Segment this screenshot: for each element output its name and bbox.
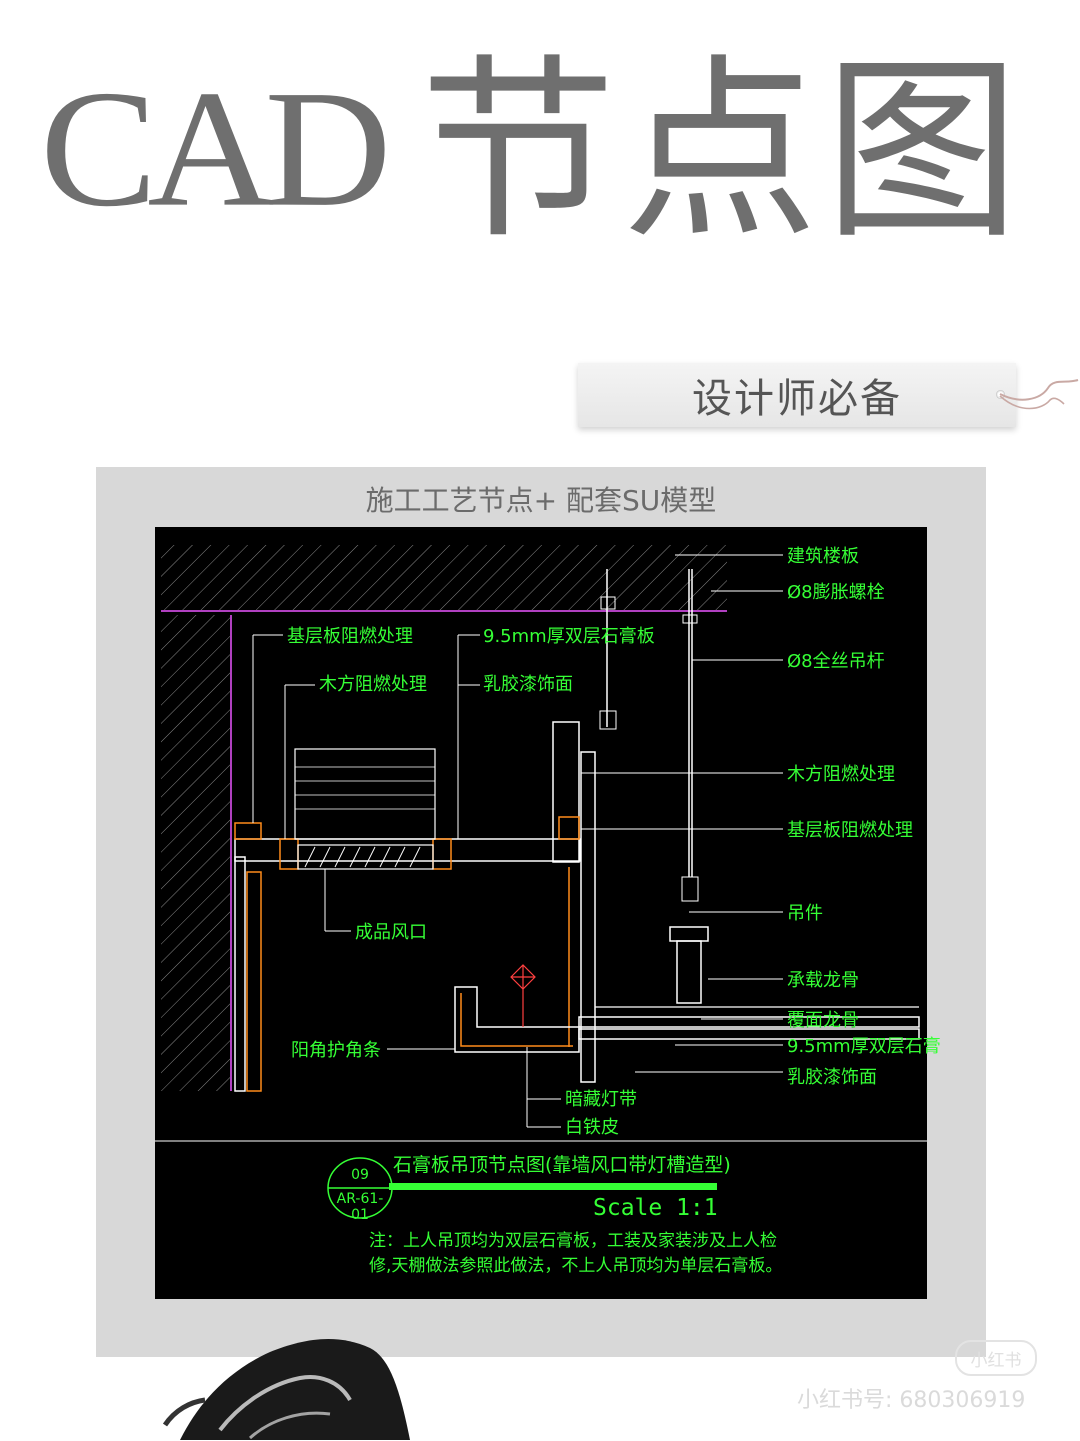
label-vent: 成品风口	[355, 922, 427, 943]
cad-linework	[155, 545, 927, 1219]
label-tin-sheet: 白铁皮	[565, 1117, 619, 1138]
detail-number: 09	[351, 1167, 369, 1183]
label-hidden-light: 暗藏灯带	[565, 1089, 637, 1110]
main-keel	[669, 926, 709, 942]
label-base-board-right: 基层板阻燃处理	[787, 820, 913, 841]
duct	[294, 748, 436, 840]
title-cjk: 节点图	[420, 38, 1027, 266]
label-gypsum-right: 9.5mm厚双层石膏	[787, 1036, 941, 1057]
label-corner-guard: 阳角护角条	[291, 1040, 381, 1061]
tag-label: 设计师必备	[578, 363, 1016, 427]
label-cover-keel: 覆面龙骨	[787, 1010, 859, 1031]
label-base-board-left: 基层板阻燃处理	[287, 626, 413, 647]
ceiling-board-right	[578, 1016, 920, 1028]
label-timber-fireproof-right: 木方阻燃处理	[787, 764, 895, 785]
watermark-logo: 小红书	[955, 1340, 1037, 1376]
brush-stroke	[162, 1339, 410, 1440]
drawing-title: 石膏板吊顶节点图(靠墙风口带灯槽造型)	[393, 1154, 731, 1176]
wall	[161, 615, 231, 1091]
label-floor-slab: 建筑楼板	[787, 546, 859, 567]
label-main-keel: 承载龙骨	[787, 970, 859, 991]
title-bar	[389, 1183, 717, 1190]
label-latex-left: 乳胶漆饰面	[483, 674, 573, 695]
title-latin: CAD	[40, 56, 392, 242]
label-hanger: 吊件	[787, 903, 823, 924]
vent	[297, 844, 434, 870]
label-expansion-bolt: Ø8膨胀螺栓	[787, 582, 885, 603]
label-latex-right: 乳胶漆饰面	[787, 1067, 877, 1088]
floor-slab	[161, 545, 727, 611]
light-trough	[454, 986, 580, 1053]
watermark-id: 小红书号: 680306919	[797, 1388, 1026, 1413]
drawing-note: 注：上人吊顶均为双层石膏板，工装及家装涉及上人检修,天棚做法参照此做法，不上人吊…	[369, 1231, 783, 1276]
scale-label: Scale 1:1	[593, 1195, 718, 1221]
drop-box	[552, 721, 580, 863]
label-gypsum-left: 9.5mm厚双层石膏板	[483, 626, 655, 647]
label-timber-fireproof-left: 木方阻燃处理	[319, 674, 427, 695]
tag-string	[999, 379, 1079, 410]
cad-drawing: 建筑楼板 Ø8膨胀螺栓 Ø8全丝吊杆 木方阻燃处理 基层板阻燃处理 吊件 承载龙…	[155, 527, 941, 1299]
sheet-ref: AR-61-01	[336, 1191, 384, 1223]
label-threaded-rod: Ø8全丝吊杆	[787, 651, 885, 672]
ceiling-board-left	[234, 838, 581, 862]
panel-caption: 施工工艺节点+ 配套SU模型	[365, 484, 717, 517]
